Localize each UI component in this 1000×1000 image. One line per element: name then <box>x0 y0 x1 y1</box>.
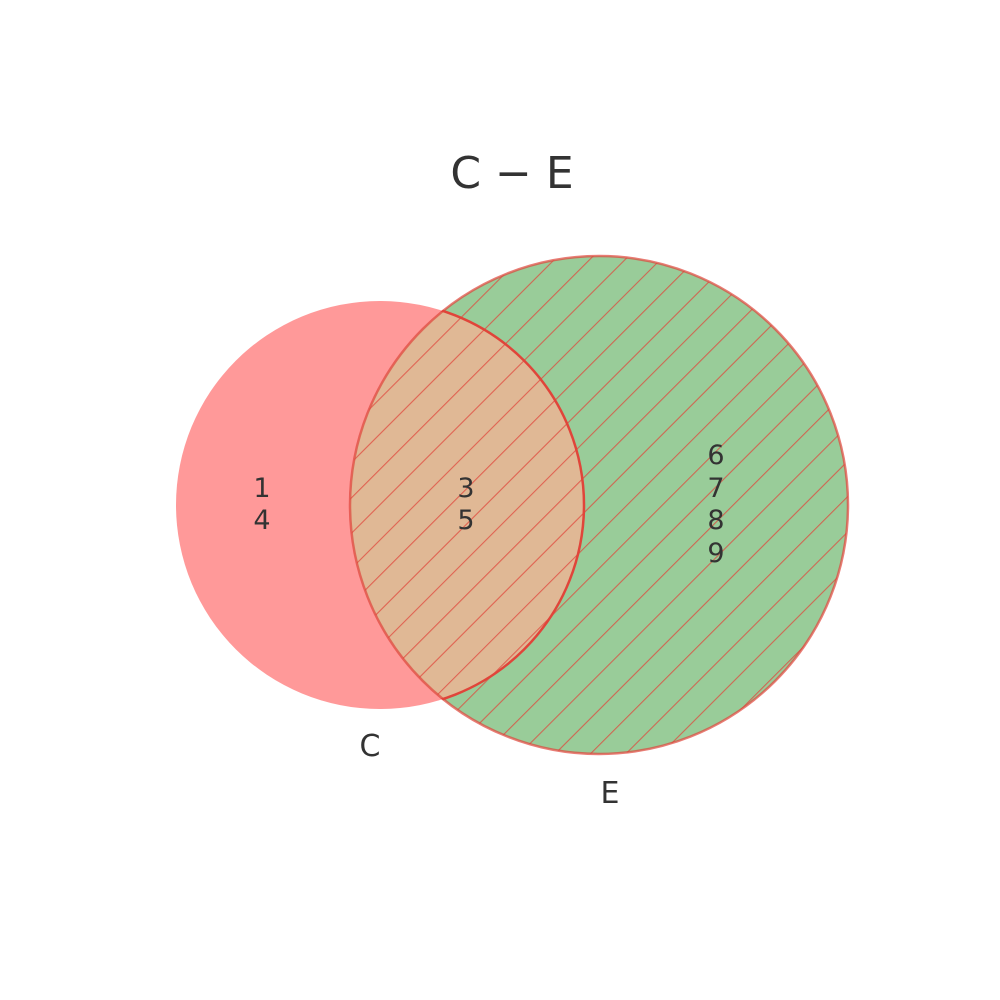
set-e-label: E <box>601 776 620 811</box>
region-e-only-item: 9 <box>707 538 724 569</box>
diagram-title: C − E <box>450 148 573 199</box>
set-e-outline <box>348 254 850 756</box>
region-e-only-item: 7 <box>707 473 724 504</box>
set-e-hatch <box>350 256 848 754</box>
region-intersection-item: 3 <box>457 473 474 504</box>
set-c-label: C <box>360 729 381 764</box>
region-c-only-item: 1 <box>253 473 270 504</box>
region-e-only-item: 8 <box>707 505 724 536</box>
region-c-only-item: 4 <box>253 505 270 536</box>
region-e-only-item: 6 <box>707 440 724 471</box>
region-intersection-item: 5 <box>457 505 474 536</box>
